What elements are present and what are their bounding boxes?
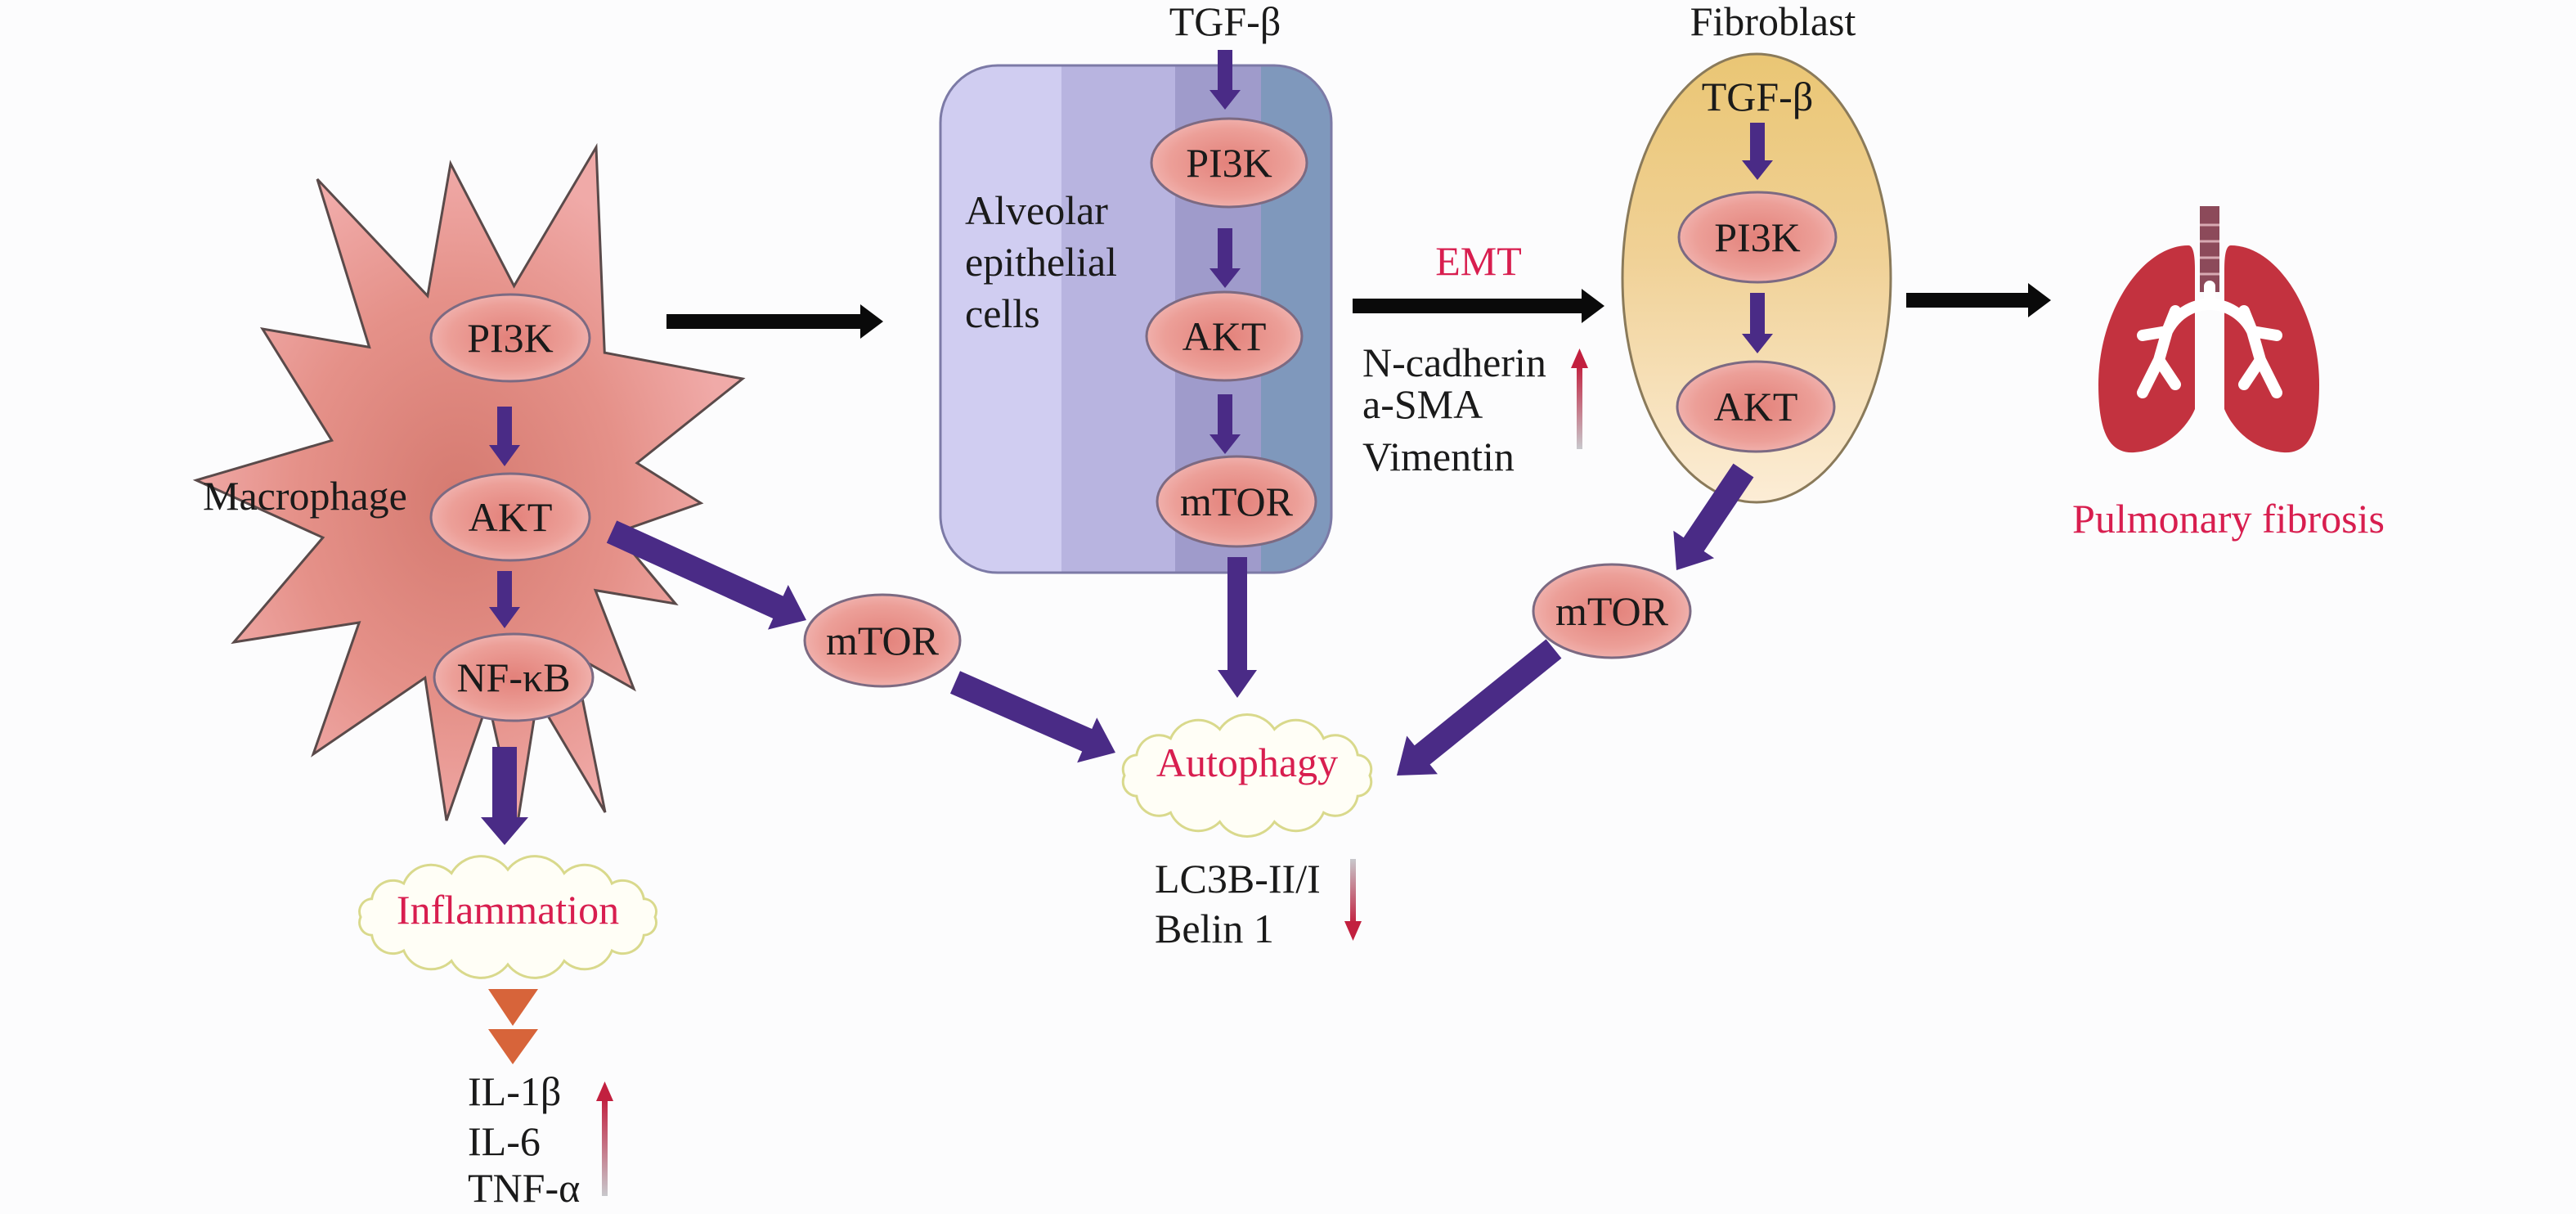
fibroblast-tgfb-label: TGF-β bbox=[1702, 74, 1814, 119]
inflammation-marker: IL-1β bbox=[468, 1068, 561, 1114]
emt-marker: Vimentin bbox=[1362, 434, 1515, 479]
autophagy-cloud: Autophagy bbox=[1121, 713, 1373, 838]
macrophage-node-nfkb: NF-κB bbox=[433, 632, 595, 722]
arrow-macrophage-to-alveolar bbox=[666, 304, 883, 339]
macrophage-node-akt: AKT bbox=[429, 472, 591, 562]
node-label: mTOR bbox=[826, 618, 940, 663]
emt-marker: N-cadherin bbox=[1362, 339, 1546, 385]
arrow-emt bbox=[1353, 289, 1604, 323]
alveolar-node-akt: AKT bbox=[1145, 290, 1304, 382]
inflammation-marker: IL-6 bbox=[468, 1118, 541, 1164]
autophagy-marker: LC3B-II/I bbox=[1155, 856, 1321, 902]
arrow-fibroblast-to-fibrosis bbox=[1906, 283, 2051, 317]
macrophage-node-pi3k: PI3K bbox=[429, 293, 591, 383]
up-arrow-icon bbox=[1571, 348, 1588, 449]
fibroblast-node-akt: AKT bbox=[1676, 360, 1836, 453]
node-label: PI3K bbox=[1186, 140, 1272, 186]
arrow-akt-to-mtor-alveolar bbox=[1209, 394, 1241, 454]
inflammation-marker: TNF-α bbox=[468, 1165, 580, 1211]
pulmonary-fibrosis-label: Pulmonary fibrosis bbox=[2072, 496, 2385, 542]
alveolar-node-pi3k: PI3K bbox=[1150, 117, 1308, 209]
arrow-akt-to-nfkb-macrophage bbox=[489, 571, 520, 628]
up-arrow-icon bbox=[596, 1081, 613, 1196]
triangle-down-icon bbox=[488, 989, 538, 1026]
arrows-layer bbox=[481, 50, 2051, 845]
arrow-pi3k-to-akt-fibroblast bbox=[1742, 293, 1773, 353]
arrow-mtor-to-autophagy-fibroblast bbox=[1397, 639, 1562, 776]
fibroblast-cell: Fibroblast TGF-β PI3K AKT bbox=[1621, 0, 1892, 504]
node-label: NF-κB bbox=[456, 654, 570, 700]
arrow-tgfb-to-pi3k-fibroblast bbox=[1742, 123, 1773, 180]
autophagy-label: Autophagy bbox=[1156, 740, 1338, 785]
alveolar-label-line: Alveolar bbox=[965, 187, 1108, 233]
node-label: PI3K bbox=[1714, 214, 1801, 260]
cloud-shape bbox=[358, 855, 657, 979]
down-arrow-icon bbox=[1344, 859, 1362, 941]
node-label: mTOR bbox=[1180, 479, 1294, 524]
alveolar-label-line: cells bbox=[965, 290, 1040, 336]
macrophage-label: Macrophage bbox=[203, 473, 407, 519]
arrow-pi3k-to-akt-alveolar bbox=[1209, 228, 1241, 288]
arrow-mtor-to-autophagy bbox=[949, 671, 1115, 763]
node-label: mTOR bbox=[1555, 588, 1669, 634]
arrow-pi3k-to-akt-macrophage bbox=[489, 407, 520, 466]
mtor-node-middle: mTOR bbox=[803, 593, 962, 688]
node-label: AKT bbox=[469, 494, 553, 540]
macrophage-cell: Macrophage PI3K AKT NF-κB bbox=[192, 142, 746, 829]
arrow-mtor-to-autophagy-alveolar bbox=[1218, 557, 1257, 698]
lungs-icon bbox=[2098, 206, 2319, 453]
triangle-down-icon bbox=[488, 1029, 538, 1064]
arrow-tgfb-to-pi3k-alveolar bbox=[1209, 50, 1241, 110]
autophagy-marker: Belin 1 bbox=[1155, 906, 1274, 951]
fibroblast-title: Fibroblast bbox=[1690, 0, 1856, 44]
alveolar-tgfb-label: TGF-β bbox=[1169, 0, 1281, 44]
inflammation-cloud: Inflammation bbox=[358, 855, 657, 979]
emt-label: EMT bbox=[1435, 238, 1522, 284]
node-label: AKT bbox=[1714, 384, 1798, 429]
fibroblast-node-pi3k: PI3K bbox=[1677, 191, 1838, 284]
inflammation-label: Inflammation bbox=[397, 887, 619, 933]
alveolar-epithelial-cells: Alveolar epithelial cells TGF-β PI3K AKT… bbox=[939, 0, 1333, 574]
arrow-akt-to-mtor-fibroblast bbox=[1673, 463, 1754, 570]
alveolar-label-line: epithelial bbox=[965, 239, 1117, 285]
cloud-shape bbox=[1121, 713, 1373, 838]
node-label: AKT bbox=[1183, 313, 1267, 359]
fibroblast-mtor-node: mTOR bbox=[1532, 563, 1692, 659]
alveolar-node-mtor: mTOR bbox=[1156, 455, 1317, 548]
emt-marker: a-SMA bbox=[1362, 381, 1483, 427]
arrow-akt-to-mtor bbox=[606, 520, 806, 630]
node-label: PI3K bbox=[467, 315, 554, 361]
arrow-nfkb-to-inflammation bbox=[481, 747, 528, 845]
